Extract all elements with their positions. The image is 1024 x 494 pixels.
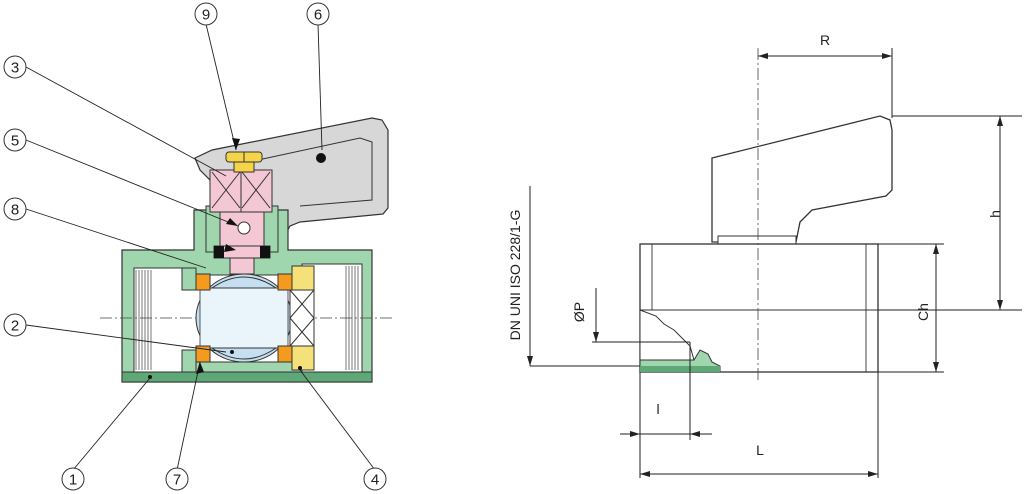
standard-label: DN UNI ISO 228/1-G xyxy=(507,210,523,341)
top-screw-shank xyxy=(233,161,255,173)
callout-3: 3 xyxy=(3,55,27,79)
seat-bottom-left xyxy=(195,345,211,363)
dim-h-label: h xyxy=(987,210,1003,218)
body-point-icon xyxy=(148,375,152,379)
stem-hex-cross xyxy=(211,170,271,212)
arrow-icon xyxy=(224,244,236,252)
dim-standard: DN UNI ISO 228/1-G xyxy=(507,186,533,366)
callout-label: 4 xyxy=(371,472,379,489)
stem-oring-icon xyxy=(237,221,251,235)
end-nut-hex-cross xyxy=(289,289,315,347)
stem-gasket-left xyxy=(214,246,224,258)
ball-cap-top xyxy=(210,276,278,289)
ball-point-icon xyxy=(230,350,234,354)
callout-7: 7 xyxy=(165,467,189,491)
callout-2: 2 xyxy=(3,313,27,337)
callout-label: 1 xyxy=(69,472,77,489)
callout-5: 5 xyxy=(3,128,27,152)
body-base-strip xyxy=(121,371,373,383)
callout-1: 1 xyxy=(61,467,85,491)
arrow-icon xyxy=(226,218,238,226)
callout-9: 9 xyxy=(194,2,218,26)
stem-tang xyxy=(229,257,255,275)
callout-label: 9 xyxy=(202,7,210,24)
section-view: 9 6 3 5 8 2 1 7 xyxy=(3,2,392,491)
seat-bottom-right xyxy=(277,345,293,363)
dimension-view: R h Ch ØP xyxy=(507,32,1022,478)
end-nut-bottom xyxy=(291,343,315,371)
arrow-icon xyxy=(232,138,240,150)
nut-point-icon xyxy=(298,366,302,370)
ball-cap-bottom xyxy=(210,347,278,360)
end-nut-hex xyxy=(289,289,315,347)
dim-Ch-label: Ch xyxy=(915,303,931,321)
handle-lever-inner xyxy=(257,137,373,207)
stem-gasket-right xyxy=(260,246,270,258)
dim-Ch: Ch xyxy=(878,243,944,373)
dim-L-label: L xyxy=(756,442,764,458)
callout-label: 7 xyxy=(173,472,181,489)
dim-l: l xyxy=(620,342,712,478)
dim-P-label: ØP xyxy=(571,302,587,322)
outline-handle xyxy=(711,115,893,243)
callout-4: 4 xyxy=(363,467,387,491)
end-nut-top xyxy=(291,265,315,293)
dim-l-label: l xyxy=(656,401,659,417)
dim-h: h xyxy=(878,115,1022,311)
outline-handle-base xyxy=(717,235,797,245)
callout-label: 3 xyxy=(11,60,19,77)
handle-hole-icon xyxy=(316,153,326,163)
dim-R: R xyxy=(758,32,893,118)
callout-8: 8 xyxy=(3,197,27,221)
seat-top-right xyxy=(277,273,293,291)
leader-lines xyxy=(25,23,376,471)
callout-6: 6 xyxy=(306,2,330,26)
threads-left xyxy=(135,270,152,370)
dim-P: ØP xyxy=(530,288,690,367)
callout-label: 6 xyxy=(314,7,322,24)
ball-bore xyxy=(199,287,289,349)
outline-cutaway-base xyxy=(640,366,720,372)
callout-label: 8 xyxy=(11,202,19,219)
dim-R-label: R xyxy=(820,32,830,48)
callout-label: 5 xyxy=(11,133,19,150)
seat-top-left xyxy=(195,273,211,291)
dim-L: L xyxy=(640,372,879,478)
arrow-icon xyxy=(196,362,204,374)
callout-label: 2 xyxy=(11,318,19,335)
